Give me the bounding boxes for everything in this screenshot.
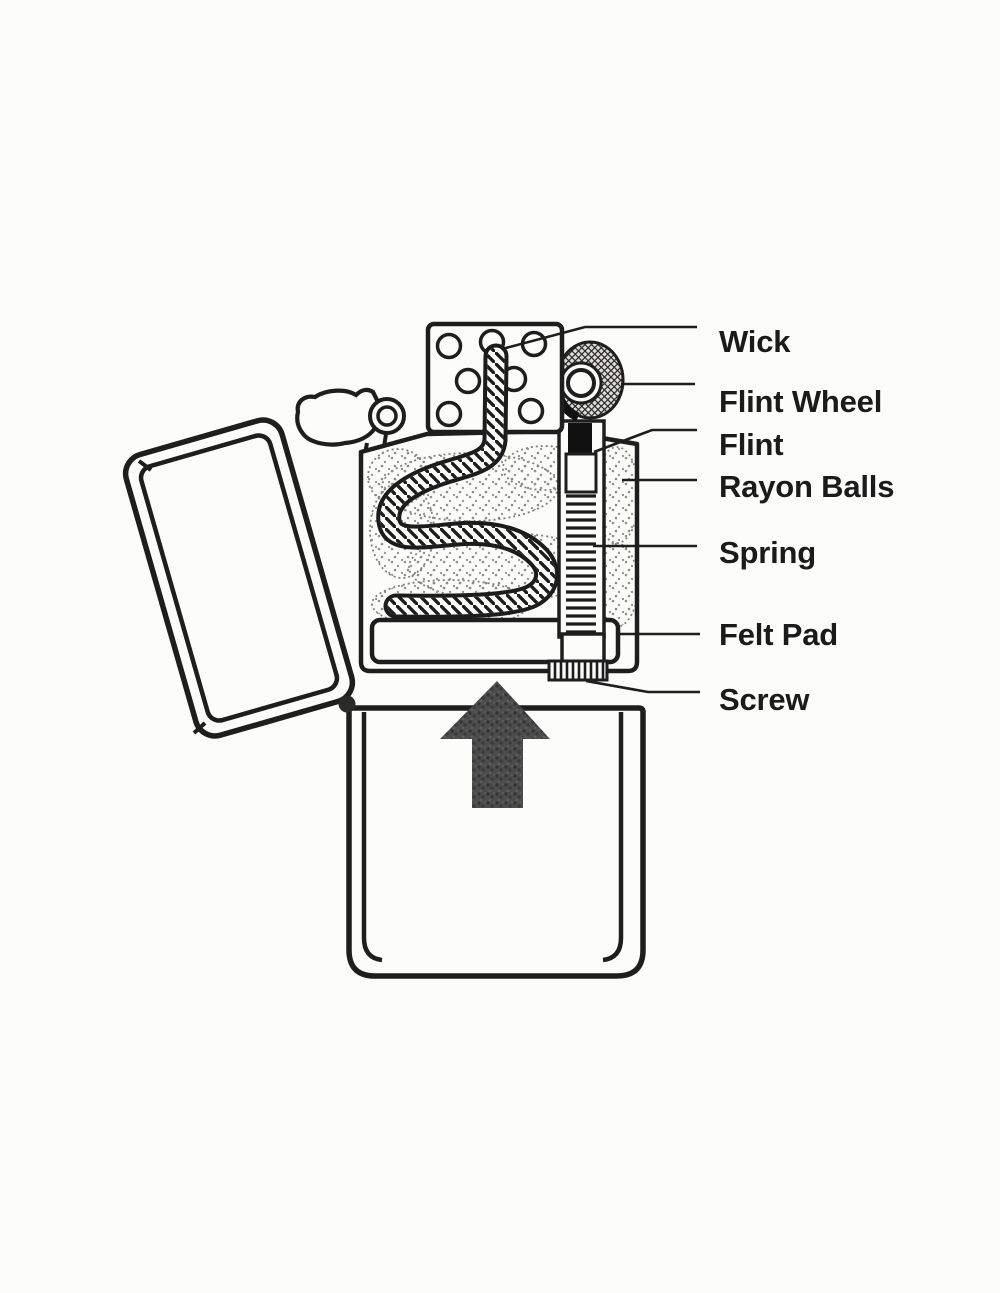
flint — [568, 423, 592, 454]
wick-hatching — [380, 347, 556, 615]
hinge-rivet — [338, 695, 356, 713]
felt-pad — [369, 617, 621, 665]
label-flint: Flint — [719, 427, 784, 462]
lid-corner-tick-bottom — [192, 721, 207, 735]
lid — [122, 417, 356, 739]
case-inner-wall-right — [602, 712, 624, 963]
chimney-hole — [454, 367, 482, 395]
spring-base — [560, 632, 606, 664]
spring-assembly — [547, 419, 609, 682]
wick — [376, 343, 560, 619]
chimney-hole — [517, 397, 545, 425]
label-felt-pad: Felt Pad — [719, 617, 838, 652]
screw — [547, 659, 609, 682]
spring-coil — [566, 494, 596, 634]
leader-lines — [501, 325, 700, 694]
label-rayon-balls: Rayon Balls — [719, 469, 895, 504]
lid-outer-outline — [122, 417, 356, 739]
screw-leader-line — [585, 679, 700, 694]
spring-plunger — [564, 452, 598, 494]
case-inner-wall-left — [361, 712, 383, 963]
label-spring: Spring — [719, 535, 816, 570]
chimney-hole — [520, 330, 548, 358]
lid-inner-outline — [138, 433, 340, 723]
up-arrow-icon — [440, 681, 550, 808]
lid-corner-tick-top — [137, 459, 153, 472]
chimney-hole — [435, 400, 463, 428]
flint-wheel-hub — [566, 368, 596, 398]
chimney-hole — [435, 332, 463, 360]
cam-pin — [376, 405, 398, 427]
label-flint-wheel: Flint Wheel — [719, 384, 883, 419]
cam-body — [295, 387, 381, 447]
flint-wheel — [553, 340, 625, 422]
wick-leader-line — [501, 325, 697, 351]
flint-leader-line — [593, 428, 697, 454]
label-screw: Screw — [719, 682, 810, 717]
label-wick: Wick — [719, 324, 791, 359]
cam-lever — [295, 387, 406, 471]
